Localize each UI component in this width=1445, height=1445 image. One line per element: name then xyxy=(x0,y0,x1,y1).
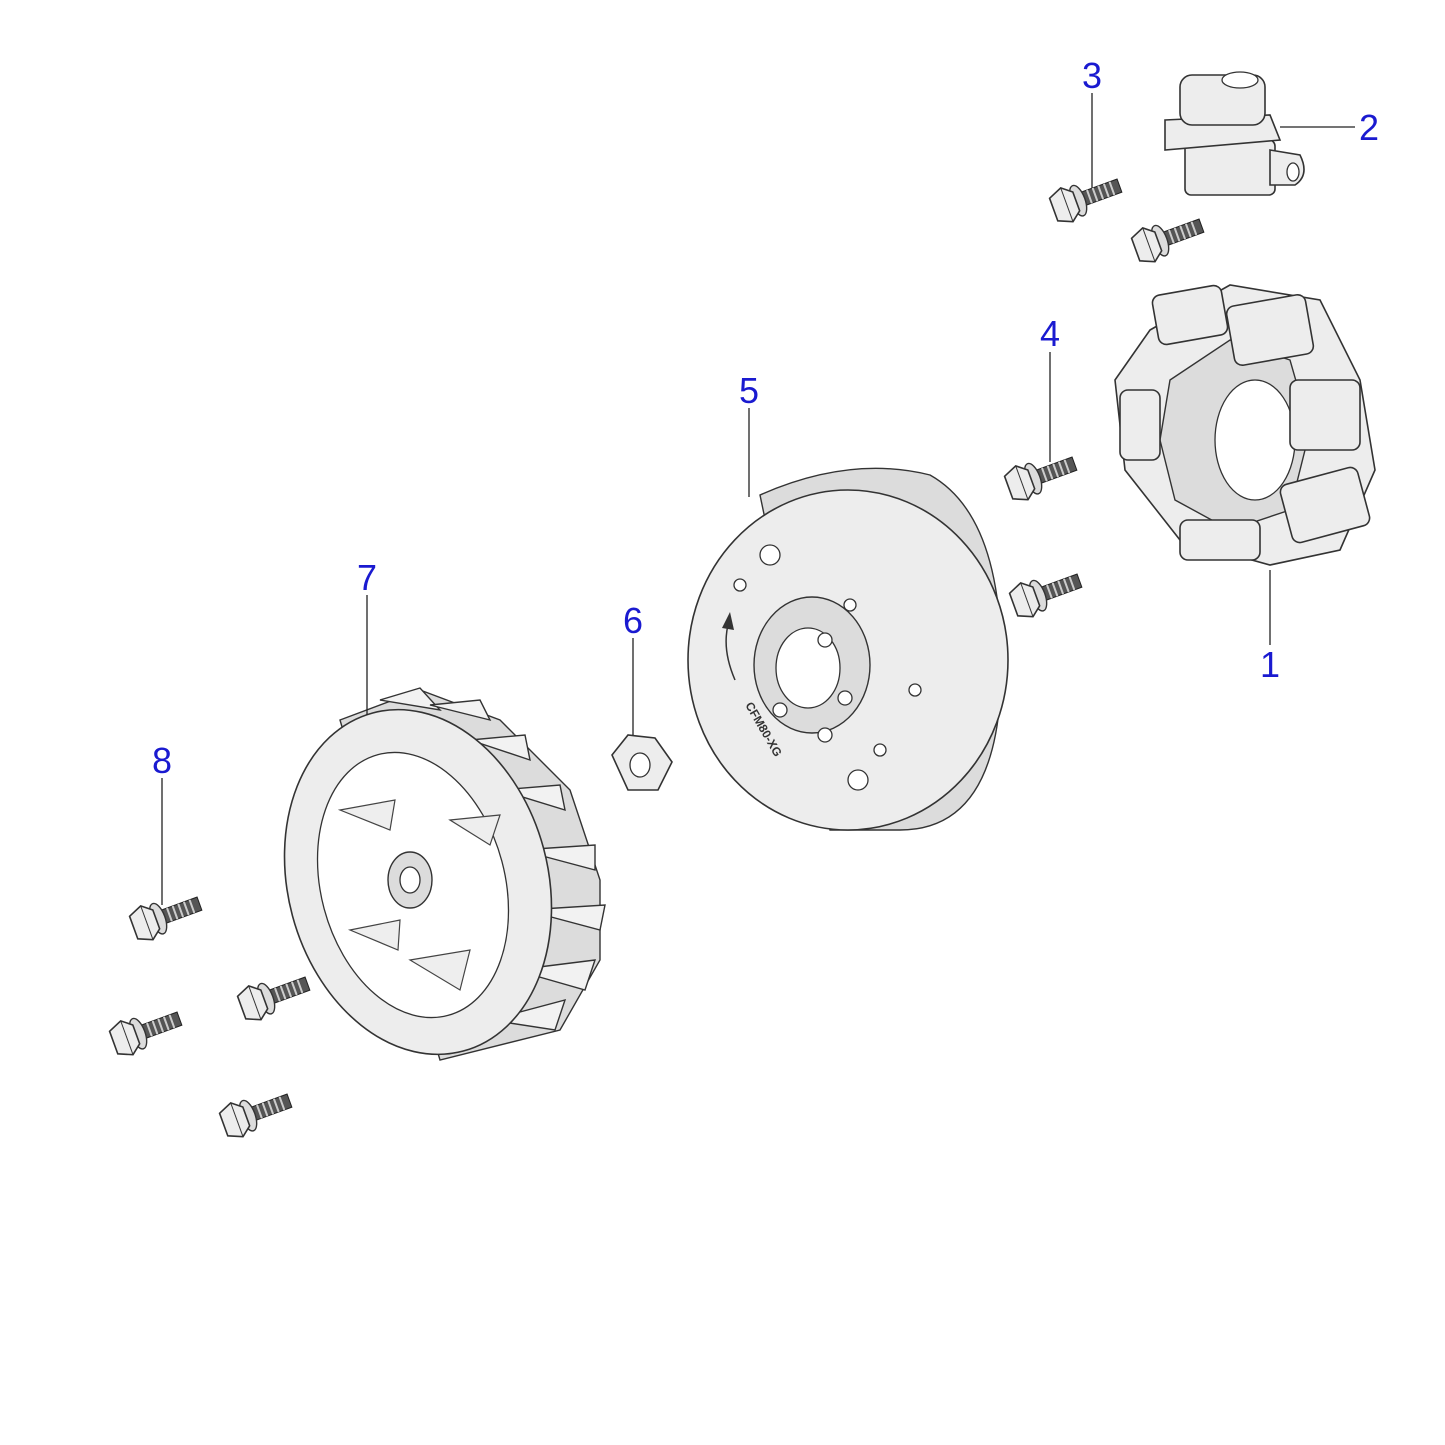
nut[interactable] xyxy=(611,734,673,791)
pickup-sensor[interactable] xyxy=(1164,71,1305,196)
callout-1: 1 xyxy=(1260,644,1280,685)
fan-bolt[interactable] xyxy=(106,1000,187,1061)
callout-6: 6 xyxy=(623,600,643,641)
stator-bolt[interactable] xyxy=(1001,445,1082,506)
callout-3: 3 xyxy=(1082,55,1102,96)
callout-4: 4 xyxy=(1040,313,1060,354)
fan-bolt[interactable] xyxy=(216,1082,297,1143)
callout-5: 5 xyxy=(739,370,759,411)
callout-7: 7 xyxy=(357,557,377,598)
sensor-bolt[interactable] xyxy=(1128,207,1209,268)
stator[interactable] xyxy=(1114,284,1376,566)
flywheel-rotor[interactable]: CFM80-XG xyxy=(687,467,1009,831)
cooling-fan[interactable] xyxy=(247,679,606,1084)
callout-2: 2 xyxy=(1359,107,1379,148)
callout-8: 8 xyxy=(152,740,172,781)
stator-bolt[interactable] xyxy=(1006,562,1087,623)
fan-bolt[interactable] xyxy=(234,965,315,1026)
fan-bolt[interactable] xyxy=(126,885,207,946)
sensor-bolt[interactable] xyxy=(1046,167,1127,228)
